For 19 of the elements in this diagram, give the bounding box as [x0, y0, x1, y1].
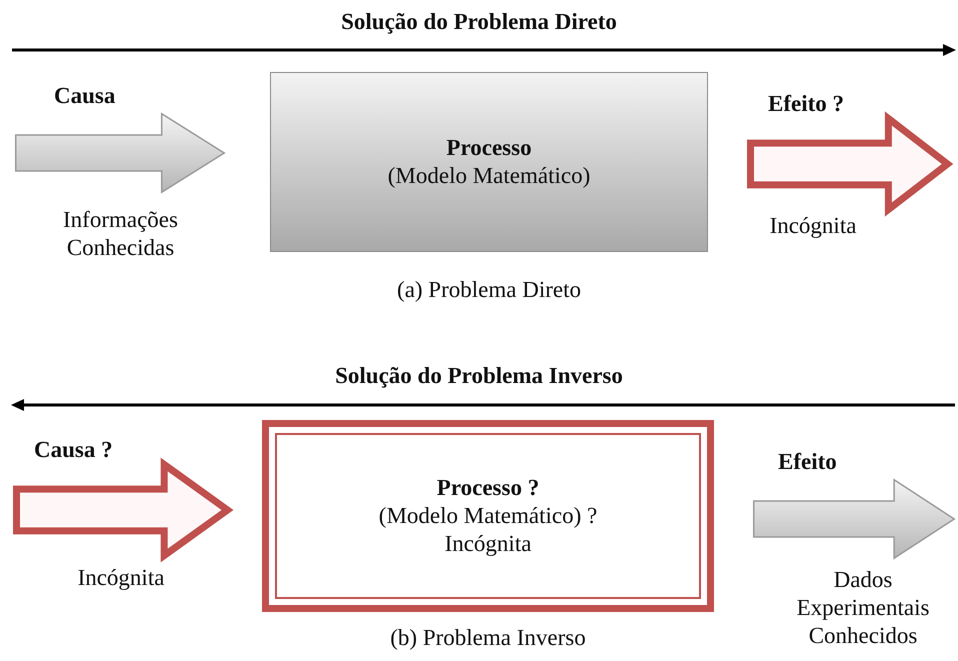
box-text: (Modelo Matemático) ?: [378, 502, 598, 530]
arrow-heading: Causa ?: [34, 436, 114, 464]
process-box: [262, 420, 714, 612]
arrow-heading: Causa: [54, 82, 116, 110]
arrow-caption: Informações Conhecidas: [62, 206, 179, 262]
arrow-caption: Incógnita: [768, 212, 858, 240]
arrow-caption: Dados Experimentais Conhecidos: [796, 566, 930, 650]
box-heading: Processo: [446, 134, 532, 162]
diagram-heading: Solução do Problema Inverso: [334, 362, 624, 390]
arrow-heading: Efeito: [778, 448, 838, 476]
process-box: [270, 72, 708, 252]
figure-caption: (b) Problema Inverso: [389, 624, 587, 652]
box-text: Incógnita: [444, 530, 532, 558]
box-heading: Processo ?: [436, 474, 540, 502]
arrow-caption: Incógnita: [76, 564, 166, 592]
diagram-heading: Solução do Problema Direto: [340, 8, 618, 36]
box-text: (Modelo Matemático): [388, 162, 590, 190]
figure-caption: (a) Problema Direto: [396, 276, 582, 304]
arrow-heading: Efeito ?: [768, 90, 846, 118]
